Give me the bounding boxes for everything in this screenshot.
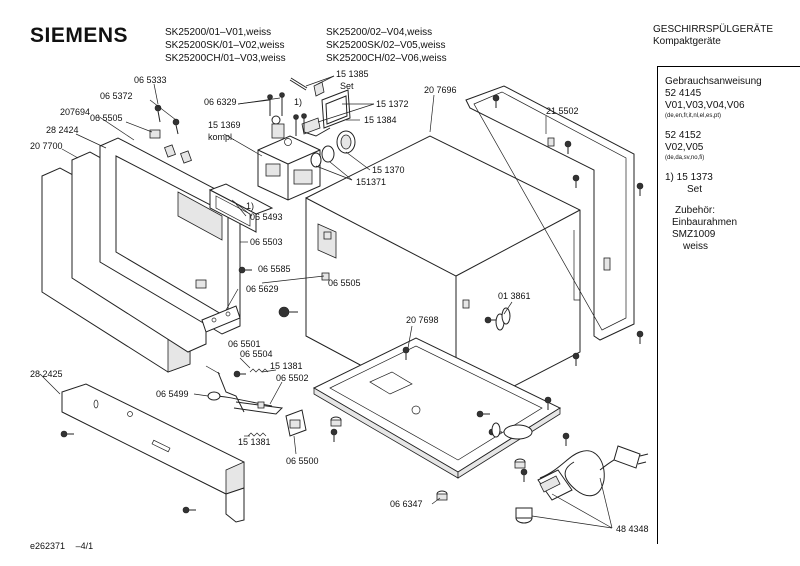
- part-label: 06 5585: [258, 264, 291, 274]
- part-label: 15 1384: [364, 115, 397, 125]
- manual2-languages: (de,da,sv,no,fi): [665, 155, 705, 161]
- footer: e262371 –4/1: [30, 541, 93, 551]
- footnote-set: Set: [687, 184, 703, 195]
- manual2-versions: V02,V05: [665, 142, 704, 153]
- model-line: SK25200CH/02–V06,weiss: [326, 53, 447, 64]
- part-label: 06 5333: [134, 75, 167, 85]
- part-label: 15 1370: [372, 165, 405, 175]
- part-label: kompl.: [208, 132, 235, 142]
- manual1-languages: (de,en,fr,it,nl,el,es,pt): [665, 113, 722, 119]
- part-label: 06 5502: [276, 373, 309, 383]
- part-label: 1): [294, 97, 302, 107]
- part-label: 15 1372: [376, 99, 409, 109]
- document-id: e262371: [30, 541, 66, 551]
- category-title: GESCHIRRSPÜLGERÄTE: [653, 24, 774, 35]
- gasket-frame: [208, 183, 274, 233]
- manual-heading: Gebrauchsanweisung: [665, 76, 762, 87]
- part-label: 06 5501: [228, 339, 261, 349]
- adjustable-feet: [330, 416, 526, 501]
- dispenser-parts: [267, 92, 321, 146]
- cabinet-base: [312, 337, 562, 479]
- part-labels: 06 5333 06 5372 207694 06 5505 28 2424 2…: [30, 69, 649, 534]
- part-label: 06 5493: [250, 212, 283, 222]
- model-line: SK25200/02–V04,weiss: [326, 27, 433, 38]
- model-line: SK25200/01–V01,weiss: [165, 27, 272, 38]
- brand-logo: SIEMENS: [30, 24, 129, 47]
- part-label: 15 1385: [336, 69, 369, 79]
- model-line: SK25200SK/02–V05,weiss: [326, 40, 446, 51]
- product-category: GESCHIRRSPÜLGERÄTE Kompaktgeräte: [653, 24, 773, 48]
- part-label: 1): [246, 201, 254, 211]
- seal-rings: [310, 130, 356, 168]
- part-label: 06 5372: [100, 91, 133, 101]
- manual2-number: 52 4152: [665, 130, 702, 141]
- accessory-code: SMZ1009: [672, 229, 716, 240]
- door-frame: [99, 137, 241, 335]
- door-springs: [207, 368, 284, 437]
- part-label: 06 5505: [90, 113, 123, 123]
- control-module: [257, 135, 321, 201]
- part-label: 06 5629: [246, 284, 279, 294]
- model-list-col2: SK25200/02–V04,weiss SK25200SK/02–V05,we…: [326, 26, 447, 65]
- part-label: 01 3861: [498, 291, 531, 301]
- subcategory-title: Kompaktgeräte: [653, 36, 721, 47]
- part-label: 15 1381: [270, 361, 303, 371]
- part-label: 151371: [356, 177, 386, 187]
- part-label: 06 5505: [328, 278, 361, 288]
- part-label: 06 5504: [240, 349, 273, 359]
- leader-lines: [39, 75, 613, 529]
- part-label: 15 1369: [208, 120, 241, 130]
- manual1-versions: V01,V03,V04,V06: [665, 100, 745, 111]
- side-panel: Gebrauchsanweisung 52 4145 V01,V03,V04,V…: [665, 76, 762, 253]
- part-label: 15 1381: [238, 437, 271, 447]
- foot-caps: [491, 307, 511, 438]
- part-label: 28 2425: [30, 369, 63, 379]
- screws: [60, 94, 644, 514]
- model-line: SK25200SK/01–V02,weiss: [165, 40, 285, 51]
- door-hardware: [149, 104, 192, 164]
- door-lock: [285, 409, 307, 437]
- part-label: 21 5502: [546, 106, 579, 116]
- part-label: 06 6329: [204, 97, 237, 107]
- model-line: SK25200CH/01–V03,weiss: [165, 53, 286, 64]
- model-list-col1: SK25200/01–V01,weiss SK25200SK/01–V02,we…: [165, 26, 286, 65]
- part-label: 06 5500: [286, 456, 319, 466]
- page-number: –4/1: [75, 541, 94, 551]
- exploded-view-diagram: 06 5333 06 5372 207694 06 5505 28 2424 2…: [30, 69, 649, 534]
- part-label: 06 6347: [390, 499, 423, 509]
- part-label: 06 5499: [156, 389, 189, 399]
- door-hinge-plate: [201, 305, 241, 333]
- part-label: 20 7700: [30, 141, 63, 151]
- cabinet-back-panel: [465, 85, 635, 341]
- part-label: 06 5503: [250, 237, 283, 247]
- accessory-heading: Zubehör:: [675, 205, 716, 216]
- part-label: 28 2424: [46, 125, 79, 135]
- part-label: Set: [340, 81, 354, 91]
- side-panel-divider: [657, 66, 658, 544]
- accessory-name: Einbaurahmen: [672, 217, 738, 228]
- part-label: 20 7696: [424, 85, 457, 95]
- plinth-panel: [61, 383, 245, 523]
- manual1-number: 52 4145: [665, 88, 702, 99]
- accessory-color: weiss: [683, 241, 709, 252]
- part-label: 48 4348: [616, 524, 649, 534]
- side-panel-top-rule: [657, 66, 800, 67]
- power-cord: [515, 445, 649, 524]
- part-label: 20 7698: [406, 315, 439, 325]
- part-label: 207694: [60, 107, 90, 117]
- footnote-part: 1) 15 1373: [665, 172, 713, 183]
